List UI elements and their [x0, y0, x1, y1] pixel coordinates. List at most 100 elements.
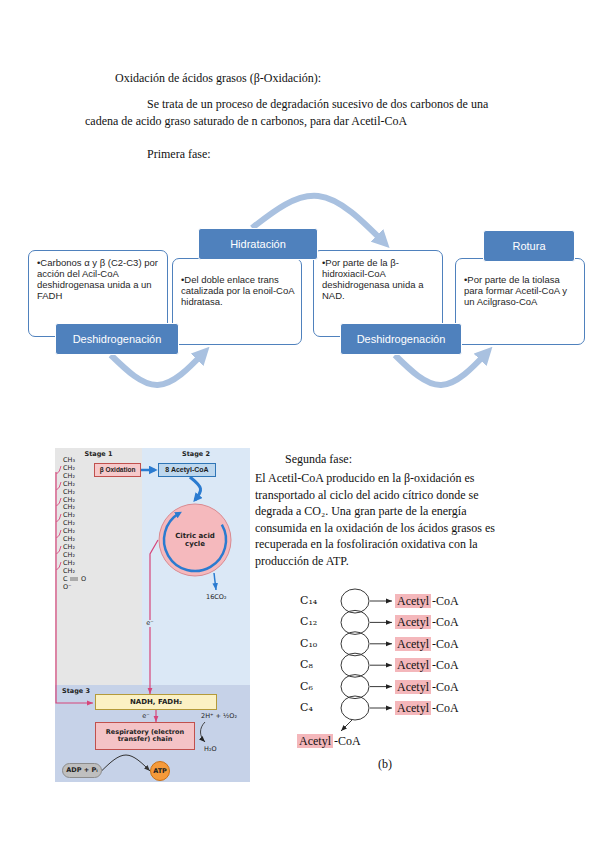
oxygen-arrow — [201, 722, 206, 742]
step-label: Hidratación — [198, 228, 318, 260]
coa-suffix: -CoA — [432, 701, 459, 715]
chain-group: CH₃ — [63, 457, 75, 464]
carbon-count: C₁₂ — [300, 615, 317, 629]
chain-group: CH₂ — [63, 481, 75, 488]
carbon-count: C₄ — [300, 701, 313, 715]
node-text: Hidratación — [230, 238, 286, 250]
carbon-count: C₆ — [300, 680, 313, 694]
co2-arrow — [214, 573, 216, 590]
chain-group: CH₂ — [63, 473, 75, 480]
step-label: Rotura — [483, 230, 575, 262]
chain-group: CH₂ — [63, 560, 75, 567]
flow-arrow — [141, 469, 155, 472]
node-text: β Oxidation — [100, 466, 136, 474]
chain-atom: O⁻ — [63, 584, 72, 591]
carbon-count: C₁₄ — [300, 594, 317, 608]
acetyl-highlight: Acetyl — [395, 658, 431, 672]
chain-group: CH₂ — [63, 536, 75, 543]
cycle-arc — [164, 513, 226, 571]
electron-line — [56, 472, 93, 703]
stage-fill — [55, 685, 250, 782]
section-heading: Primera fase: — [147, 146, 211, 163]
node-text: Acetyl — [397, 701, 429, 715]
chain-atom: O — [81, 576, 86, 583]
carbon-count: C₈ — [300, 658, 313, 672]
reactant-label: 2H⁺ + ½O₂ — [201, 713, 237, 720]
chain-group: CH₂ — [63, 465, 75, 472]
stage-fill — [55, 448, 142, 685]
double-bond — [70, 578, 78, 580]
step-box: •Por parte de la tiolasa para formar Ace… — [455, 258, 585, 345]
body-paragraph: El Acetil-CoA producido en la β-oxidació… — [255, 470, 513, 569]
chain-atom: C — [63, 576, 68, 583]
acetyl-highlight: Acetyl — [297, 734, 333, 748]
product-label: H₂O — [204, 746, 217, 753]
chain-group: CH₂ — [63, 544, 75, 551]
chain-group: CH₂ — [63, 489, 75, 496]
page-title: Oxidación de ácidos grasos (β-Oxidación)… — [115, 70, 321, 87]
atp-disc — [151, 762, 170, 781]
node-text: Acetyl — [299, 734, 331, 748]
node-text: ATP — [153, 768, 167, 775]
chain-group: CH₂ — [63, 504, 75, 511]
coa-suffix: -CoA — [334, 734, 361, 748]
atp-circle: ATP — [150, 761, 170, 781]
panel-letter: (b) — [378, 757, 392, 771]
acetyl-highlight: Acetyl — [395, 680, 431, 694]
product-box: 8 Acetyl-CoA — [158, 463, 216, 477]
release-arrows — [341, 601, 392, 731]
electron-arrow — [150, 540, 158, 694]
pathway-box: β Oxidation — [94, 463, 141, 477]
node-text: Deshidrogenación — [73, 333, 162, 345]
cycle-arrow — [111, 352, 205, 385]
edge-label: e⁻ — [145, 620, 154, 627]
node-text: NADH, FADH₂ — [130, 698, 182, 706]
acetyl-highlight: Acetyl — [395, 615, 431, 629]
node-text: ADP + Pᵢ — [66, 767, 97, 774]
chain-group: CH₂ — [63, 568, 75, 575]
flow-arrow — [190, 477, 201, 500]
node-text: Stage 2 — [142, 451, 250, 458]
chain-box: Respiratory (electron transfer) chain — [95, 722, 195, 750]
node-text: Rotura — [512, 240, 545, 252]
node-text: Acetyl — [397, 594, 429, 608]
node-text: •Carbonos α y β (C2-C3) por acción del A… — [37, 257, 160, 301]
electron-arrow — [155, 710, 156, 722]
step-label: Deshidrogenación — [340, 323, 462, 355]
stage-band: Stage 2 8 Acetyl-CoA Citric acid cycle — [142, 448, 250, 685]
cycle-disc — [159, 504, 231, 576]
cycle-arrow — [395, 352, 488, 385]
electron-ticks — [57, 466, 62, 570]
spiral-loops — [341, 589, 369, 720]
product-label: 16CO₂ — [206, 594, 227, 601]
carbon-count: C₁₀ — [300, 637, 317, 651]
node-text: 8 Acetyl-CoA — [165, 466, 208, 474]
chain-group: CH₂ — [63, 528, 75, 535]
synthesis-arrow — [102, 755, 150, 771]
carrier-box: NADH, FADH₂ — [95, 694, 217, 710]
node-text: Acetyl — [397, 615, 429, 629]
chain-group: CH₂ — [63, 512, 75, 519]
coa-suffix: -CoA — [432, 594, 459, 608]
coa-suffix: -CoA — [432, 637, 459, 651]
chain-group: CH₂ — [63, 497, 75, 504]
chain-group: CH₂ — [63, 552, 75, 559]
node-text: •Del doble enlace trans catalizada por l… — [181, 274, 294, 307]
step-box: •Del doble enlace trans catalizada por l… — [172, 258, 302, 345]
node-text: Acetyl — [397, 680, 429, 694]
acetyl-highlight: Acetyl — [395, 594, 431, 608]
node-text: Acetyl — [397, 637, 429, 651]
node-text: •Por parte de la tiolasa para formar Ace… — [464, 274, 577, 307]
node-text: •Por parte de la β-hidroxiacil-CoA deshi… — [322, 257, 435, 301]
section-heading: Segunda fase: — [285, 451, 352, 468]
node-text: Citric acid cycle — [170, 532, 220, 548]
node-text: Deshidrogenación — [357, 333, 446, 345]
acetyl-highlight: Acetyl — [395, 637, 431, 651]
node-text: Acetyl — [397, 658, 429, 672]
body-paragraph: Se trata de un proceso de degradación su… — [85, 96, 517, 129]
acetyl-highlight: Acetyl — [395, 701, 431, 715]
stage-fill — [142, 448, 250, 685]
coa-suffix: -CoA — [432, 680, 459, 694]
reactant-pill: ADP + Pᵢ — [62, 763, 102, 778]
coa-suffix: -CoA — [432, 615, 459, 629]
